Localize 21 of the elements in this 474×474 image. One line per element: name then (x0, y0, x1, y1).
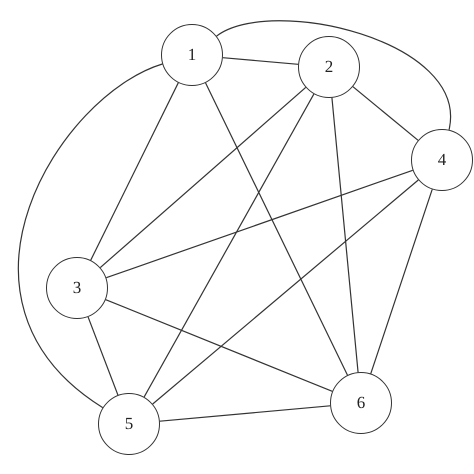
node-number: 5 (124, 413, 134, 436)
connector-line (106, 299, 332, 392)
connector-line (216, 20, 450, 130)
connector-line (18, 63, 163, 408)
connector-line (205, 82, 348, 376)
connector-line (160, 405, 330, 422)
node-number: 3 (72, 277, 82, 300)
node-number: 6 (356, 392, 366, 414)
connector-line (222, 57, 298, 65)
connector-line (331, 98, 359, 372)
connector-line (352, 86, 418, 141)
connector-line (152, 180, 419, 404)
connector-line (106, 170, 413, 278)
connector-line (370, 189, 433, 374)
connector-line (144, 94, 314, 398)
node-number: 2 (324, 56, 334, 78)
connector-line (100, 86, 306, 268)
connector-line (88, 316, 118, 396)
connector-line (90, 82, 179, 260)
node-number: 4 (438, 149, 446, 172)
node-number: 1 (188, 44, 196, 66)
